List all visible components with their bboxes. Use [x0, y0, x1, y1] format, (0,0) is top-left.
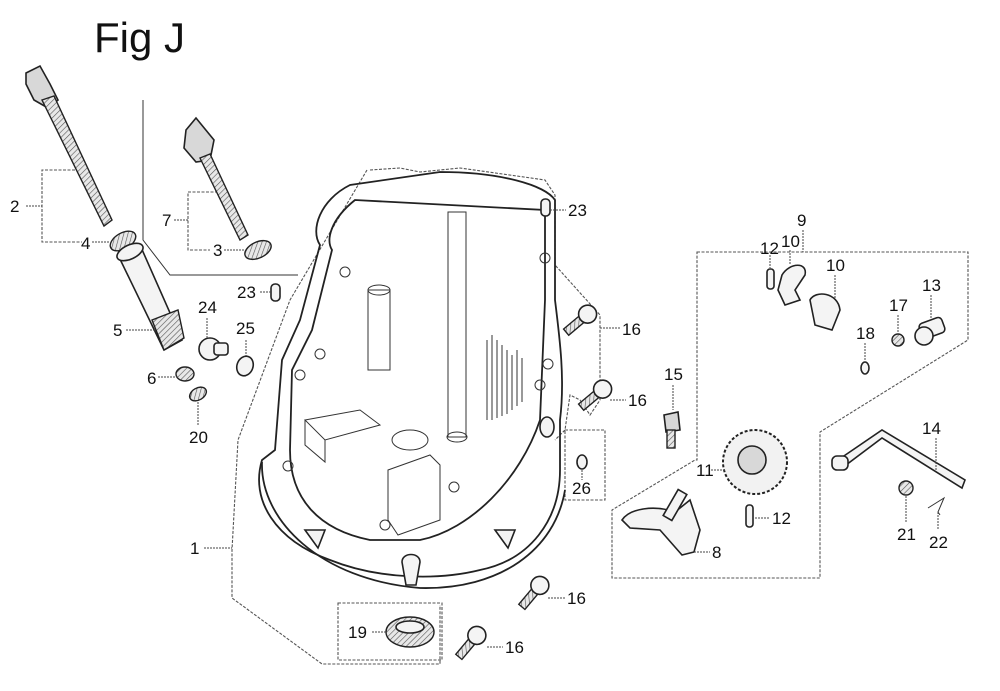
callout-12-upper: 12 — [760, 239, 779, 258]
bracket-filler-cap — [187, 191, 218, 251]
callout-14: 14 — [922, 419, 941, 438]
callout-2: 2 — [10, 197, 19, 216]
oil-seal-19 — [385, 616, 435, 648]
callout-7: 7 — [162, 211, 171, 230]
clip-18 — [860, 361, 870, 375]
box-oil-seal — [337, 602, 443, 661]
washer-21 — [898, 480, 914, 496]
box-gasket-plug — [564, 429, 606, 501]
callout-9: 9 — [797, 211, 806, 230]
callout-23-right: 23 — [568, 201, 587, 220]
callout-23-left: 23 — [237, 283, 256, 302]
callout-6: 6 — [147, 369, 156, 388]
box-governor-assembly — [611, 251, 969, 579]
callout-20: 20 — [189, 428, 208, 447]
washer-25 — [235, 355, 255, 377]
governor-arm-8 — [620, 488, 701, 556]
region-crankcase-left — [231, 169, 441, 665]
region-crankcase-top — [369, 167, 601, 441]
gasket-plug-26 — [576, 454, 588, 470]
callout-10-a: 10 — [781, 232, 800, 251]
callout-10-b: 10 — [826, 256, 845, 275]
callout-5: 5 — [113, 321, 122, 340]
callout-19: 19 — [348, 623, 367, 642]
governor-weight-10a — [777, 264, 807, 306]
o-ring-20 — [188, 386, 208, 402]
crankcase-cover — [258, 171, 566, 589]
callout-21: 21 — [897, 525, 916, 544]
governor-gear-11 — [722, 429, 788, 495]
bolt-15 — [663, 411, 681, 449]
callout-16-b: 16 — [628, 391, 647, 410]
bracket-dipstick — [41, 169, 82, 243]
callout-15: 15 — [664, 365, 683, 384]
callout-22: 22 — [929, 533, 948, 552]
plug-clip-6 — [175, 366, 195, 382]
callout-16-d: 16 — [505, 638, 524, 657]
callout-16-c: 16 — [567, 589, 586, 608]
washer-17 — [891, 333, 905, 347]
o-ring-3 — [244, 239, 272, 261]
callout-11: 11 — [696, 461, 714, 480]
clip-22 — [927, 496, 946, 516]
filler-cap — [183, 116, 249, 242]
pin-12-lower — [745, 504, 754, 528]
callout-1: 1 — [190, 539, 199, 558]
pin-12-upper — [766, 268, 775, 290]
callout-4: 4 — [81, 234, 90, 253]
callout-18: 18 — [856, 324, 875, 343]
bolt-16-a — [562, 304, 598, 337]
callout-17: 17 — [889, 296, 908, 315]
callout-24: 24 — [198, 298, 217, 317]
drain-plug-24 — [198, 337, 229, 361]
callout-12-lower: 12 — [772, 509, 791, 528]
callout-3: 3 — [213, 241, 222, 260]
bolt-16-d — [454, 625, 487, 661]
region-line-dipstick — [142, 100, 298, 276]
governor-shaft-14 — [831, 429, 966, 490]
group-boxes — [41, 100, 969, 665]
callout-16-a: 16 — [622, 320, 641, 339]
callout-8: 8 — [712, 543, 721, 562]
filler-tube — [116, 242, 185, 352]
boss — [539, 416, 555, 438]
callout-26: 26 — [572, 479, 591, 498]
dowel-pin-23-right — [540, 198, 551, 217]
dipstick — [25, 64, 113, 228]
callout-13: 13 — [922, 276, 941, 295]
dowel-pin-23-left — [270, 283, 281, 302]
slider-13 — [914, 316, 946, 346]
callout-labels: 2 4 7 3 5 6 20 24 25 23 23 16 16 16 16 1… — [10, 197, 948, 657]
bolt-16-c — [517, 575, 550, 611]
leader-lines — [26, 205, 939, 648]
figure-title: Fig J — [94, 14, 186, 61]
governor-holder-10b — [809, 293, 841, 331]
callout-25: 25 — [236, 319, 255, 338]
bolt-16-b — [577, 379, 613, 412]
